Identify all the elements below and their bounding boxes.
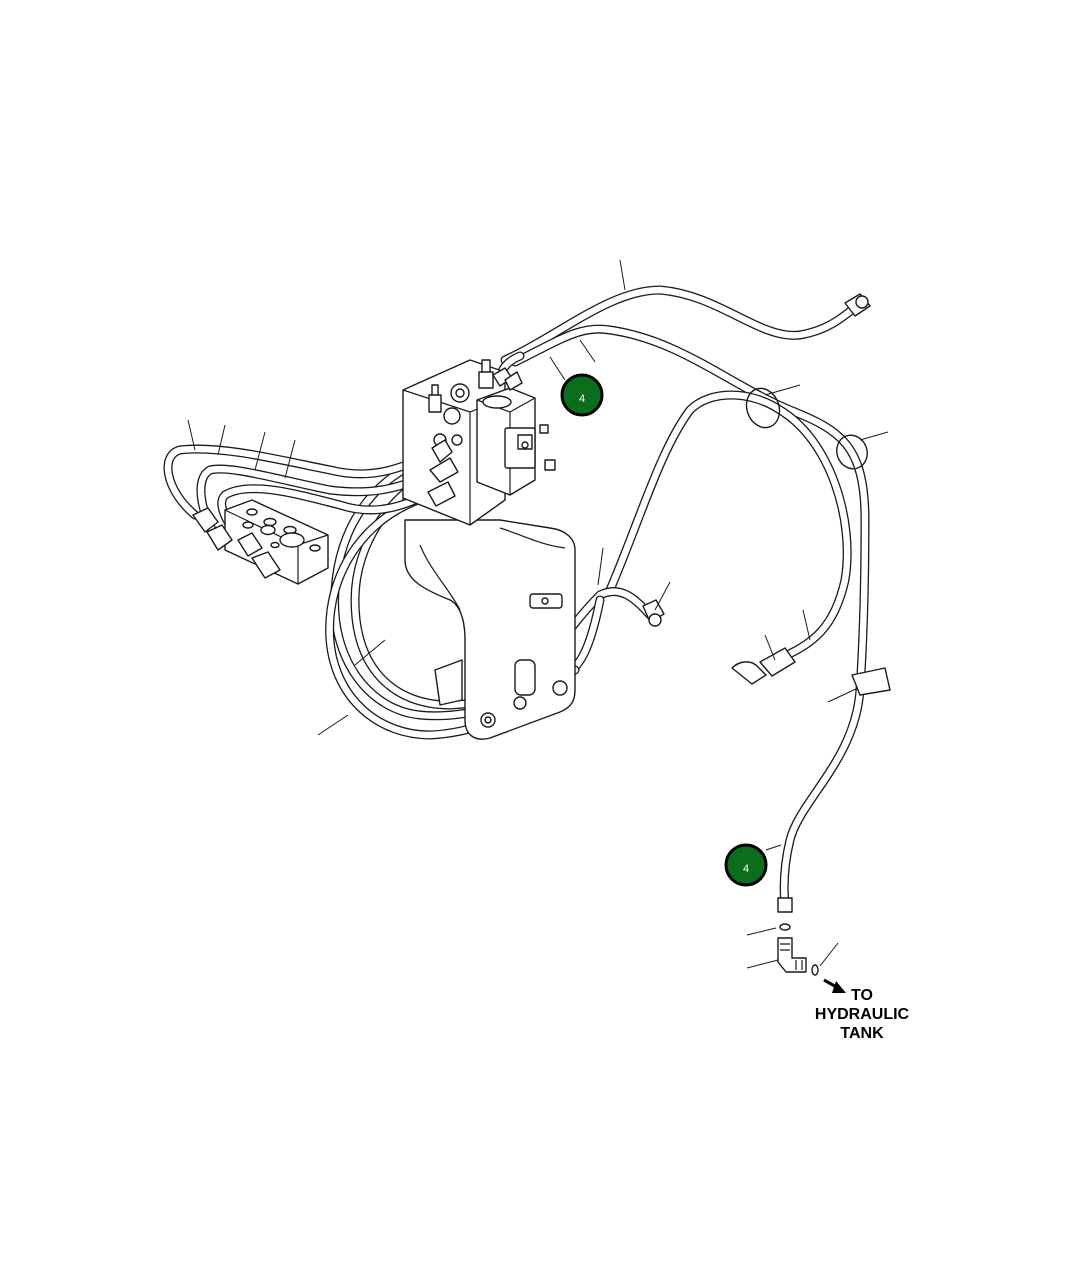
callout-badge[interactable] (560, 373, 604, 417)
callout-label: 4 (579, 393, 585, 405)
destination-note: TO HYDRAULIC TANK (815, 978, 910, 1042)
callout-4-bottom[interactable]: 4 (724, 843, 768, 887)
destination-line-1: TO (851, 987, 873, 1004)
arrow-head-icon (832, 981, 846, 993)
o-ring (811, 964, 819, 976)
o-ring (779, 923, 791, 931)
elbow-adapter (777, 937, 807, 973)
destination-line-3: TANK (840, 1025, 884, 1042)
callout-badge[interactable] (724, 843, 768, 887)
valve-block (402, 359, 556, 526)
callout-label: 4 (743, 863, 749, 875)
manifold-block (192, 499, 329, 585)
p-clamp (514, 659, 536, 696)
callout-4-top[interactable]: 4 (560, 373, 604, 417)
fittings (642, 293, 871, 976)
destination-line-2: HYDRAULIC (815, 1006, 910, 1023)
hose-clamp (745, 387, 781, 429)
hose-clamp (836, 434, 868, 470)
leader-lines (187, 259, 889, 969)
